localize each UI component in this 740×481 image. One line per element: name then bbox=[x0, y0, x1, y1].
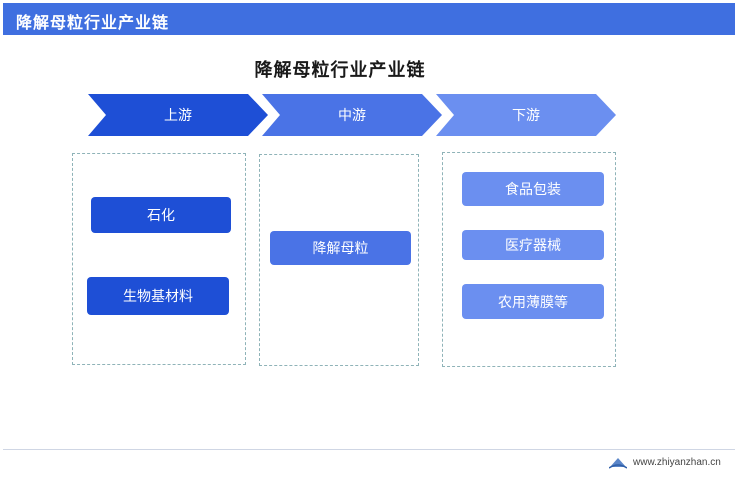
downstream-item-food-packaging: 食品包装 bbox=[462, 172, 604, 206]
chevron-shape bbox=[262, 94, 442, 136]
logo-icon bbox=[609, 458, 627, 469]
footer-url: www.zhiyanzhan.cn bbox=[633, 456, 721, 468]
footer-divider bbox=[3, 449, 735, 450]
chevron-shape bbox=[436, 94, 616, 136]
stage-label-downstream: 下游 bbox=[512, 108, 540, 124]
upstream-box: 石化 生物基材料 bbox=[72, 153, 246, 365]
upstream-item-biobased-materials: 生物基材料 bbox=[87, 277, 229, 315]
stage-chevron-midstream: 中游 bbox=[262, 94, 442, 136]
header-title: 降解母粒行业产业链 bbox=[16, 13, 170, 32]
header-bar: 降解母粒行业产业链 bbox=[3, 3, 735, 35]
stage-chevron-downstream: 下游 bbox=[436, 94, 616, 136]
upstream-item-petrochemical: 石化 bbox=[91, 197, 231, 233]
stage-chevron-upstream: 上游 bbox=[88, 94, 268, 136]
footer-brand: www.zhiyanzhan.cn bbox=[609, 455, 721, 469]
chevron-shape bbox=[88, 94, 268, 136]
diagram-title: 降解母粒行业产业链 bbox=[254, 60, 426, 81]
downstream-item-agricultural-film: 农用薄膜等 bbox=[462, 284, 604, 319]
midstream-box: 降解母粒 bbox=[259, 154, 419, 366]
stage-label-midstream: 中游 bbox=[338, 108, 366, 124]
midstream-item-masterbatch: 降解母粒 bbox=[270, 231, 411, 265]
downstream-box: 食品包装 医疗器械 农用薄膜等 bbox=[442, 152, 616, 367]
stage-label-upstream: 上游 bbox=[164, 108, 192, 124]
downstream-item-medical-devices: 医疗器械 bbox=[462, 230, 604, 260]
